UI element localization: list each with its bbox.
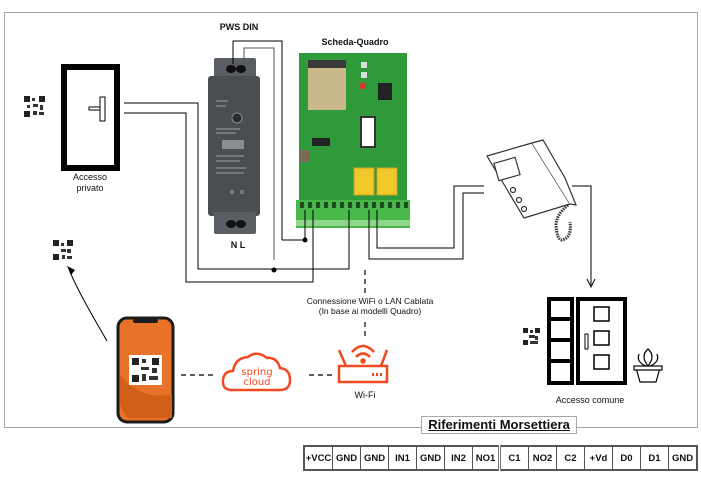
connection-line2: (In base ai modelli Quadro): [318, 306, 422, 316]
terminal-block-table: +VCC GND GND IN1 GND IN2 NO1 C1 NO2 C2 +…: [303, 445, 698, 471]
terminal-cell: NO2: [528, 445, 557, 471]
spring-cloud-icon: spring cloud: [221, 352, 292, 392]
terminal-cell: +VCC: [303, 445, 333, 471]
private-access-label: Accesso privato: [60, 172, 120, 194]
terminal-row: +VCC GND GND IN1 GND IN2 NO1 C1 NO2 C2 +…: [303, 445, 698, 471]
terminal-cell: C1: [499, 445, 529, 471]
terminal-cell: C2: [556, 445, 585, 471]
terminal-block-title: Riferimenti Morsettiera: [421, 416, 577, 434]
intercom-monitor-icon: [486, 139, 577, 242]
private-door-icon: [61, 64, 120, 171]
terminal-cell: +Vd: [584, 445, 613, 471]
terminal-cell: NO1: [472, 445, 501, 471]
control-board-pcb-icon: [296, 53, 410, 228]
scan-arrow: [67, 266, 108, 342]
network-links: [181, 270, 366, 376]
connection-label: Connessione WiFi o LAN Cablata (In base …: [290, 296, 450, 316]
terminal-cell: D1: [640, 445, 669, 471]
qr-code-scan-icon: [53, 240, 73, 260]
smartphone-icon: [116, 316, 175, 424]
private-access-line1: Accesso: [72, 172, 107, 182]
power-supply-din-icon: [208, 58, 260, 234]
private-access-line2: privato: [76, 183, 104, 193]
psu-nl-label: N L: [230, 240, 246, 250]
qr-code-private-icon: [24, 96, 45, 117]
terminal-cell: D0: [612, 445, 641, 471]
cloud-label-line2: cloud: [243, 377, 270, 388]
connection-line1: Connessione WiFi o LAN Cablata: [306, 296, 434, 306]
wiring: [124, 40, 596, 289]
cloud-label-line1: spring: [241, 367, 272, 378]
power-supply-label: PWS DIN: [219, 22, 259, 32]
terminal-cell: GND: [416, 445, 445, 471]
terminal-cell: GND: [332, 445, 361, 471]
plant-pot-icon: [633, 348, 663, 383]
terminal-cell: GND: [668, 445, 698, 471]
wifi-router-icon: [337, 344, 389, 384]
terminal-cell: IN2: [444, 445, 473, 471]
common-access-door-icon: [547, 297, 627, 385]
terminal-cell: GND: [360, 445, 389, 471]
wifi-label: Wi-Fi: [354, 390, 376, 400]
terminal-cell: IN1: [388, 445, 417, 471]
board-label: Scheda-Quadro: [321, 37, 389, 47]
diagram-frame: [4, 12, 698, 428]
common-access-label: Accesso comune: [555, 395, 625, 405]
qr-code-common-icon: [523, 328, 540, 345]
